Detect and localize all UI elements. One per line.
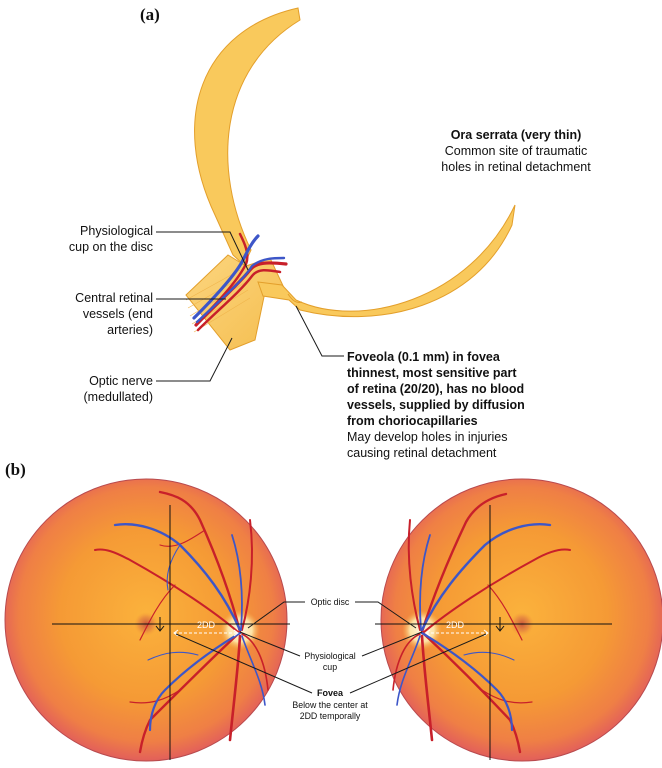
arrow-down-icon bbox=[495, 617, 505, 632]
svg-text:cup: cup bbox=[323, 662, 337, 672]
retina-arc bbox=[194, 7, 301, 266]
svg-text:Optic nerve: Optic nerve bbox=[89, 374, 153, 388]
label-optic-nerve: Optic nerve (medullated) bbox=[84, 337, 233, 404]
svg-text:Physiological: Physiological bbox=[304, 651, 355, 661]
label-optic-disc-b: Optic disc bbox=[247, 597, 417, 629]
vessels-right bbox=[392, 492, 571, 754]
label-central-vessels: Central retinal vessels (end arteries) bbox=[75, 291, 226, 337]
svg-text:cup on the disc: cup on the disc bbox=[69, 240, 153, 254]
fovea-title: Fovea bbox=[317, 688, 344, 698]
panel-a-label: (a) bbox=[140, 5, 160, 24]
svg-text:vessels (end: vessels (end bbox=[83, 307, 153, 321]
label-foveola: Foveola (0.1 mm) in fovea thinnest, most… bbox=[295, 305, 525, 460]
dd-label-left: 2DD bbox=[197, 620, 216, 630]
fundus-left: 2DD bbox=[4, 478, 290, 762]
leader-nerve bbox=[156, 337, 233, 382]
svg-text:Below the center at: Below the center at bbox=[292, 700, 368, 710]
svg-text:vessels, supplied by diffusion: vessels, supplied by diffusion bbox=[347, 398, 525, 412]
central-retinal-vessels bbox=[192, 232, 288, 332]
svg-text:of retina (20/20), has no bloo: of retina (20/20), has no blood bbox=[347, 382, 524, 396]
svg-text:2DD temporally: 2DD temporally bbox=[300, 711, 361, 721]
svg-text:from choriocapillaries: from choriocapillaries bbox=[347, 414, 478, 428]
vessels-left bbox=[94, 490, 269, 754]
leader-foveola bbox=[295, 305, 344, 357]
label-physiological-cup-b: Physiological cup bbox=[239, 631, 423, 672]
fovea-dip bbox=[287, 293, 303, 303]
label-physiological-cup: Physiological cup on the disc bbox=[69, 224, 249, 271]
label-ora-serrata: Ora serrata (very thin) Common site of t… bbox=[441, 128, 591, 174]
panel-b-label: (b) bbox=[5, 460, 26, 479]
svg-text:(medullated): (medullated) bbox=[84, 390, 153, 404]
svg-text:arteries): arteries) bbox=[107, 323, 153, 337]
svg-text:Optic disc: Optic disc bbox=[311, 597, 350, 607]
ora-serrata-title: Ora serrata (very thin) bbox=[451, 128, 582, 142]
retina-lower-band bbox=[257, 204, 516, 318]
svg-text:May develop holes in injuries: May develop holes in injuries bbox=[347, 430, 508, 444]
ora-serrata-desc-2: holes in retinal detachment bbox=[441, 160, 591, 174]
ora-serrata-desc-1: Common site of traumatic bbox=[445, 144, 587, 158]
retina-cross-section bbox=[185, 7, 516, 351]
svg-text:Physiological: Physiological bbox=[80, 224, 153, 238]
fundus-right: 2DD bbox=[375, 478, 662, 762]
svg-text:Central retinal: Central retinal bbox=[75, 291, 153, 305]
svg-text:causing retinal detachment: causing retinal detachment bbox=[347, 446, 497, 460]
leader-cup bbox=[156, 231, 249, 271]
dd-label-right: 2DD bbox=[446, 620, 465, 630]
arrow-down-icon bbox=[155, 617, 165, 632]
svg-text:Foveola (0.1 mm) in fovea: Foveola (0.1 mm) in fovea bbox=[347, 350, 501, 364]
svg-text:thinnest, most sensitive part: thinnest, most sensitive part bbox=[347, 366, 517, 380]
label-fovea-b: Fovea Below the center at 2DD temporally bbox=[175, 633, 487, 721]
